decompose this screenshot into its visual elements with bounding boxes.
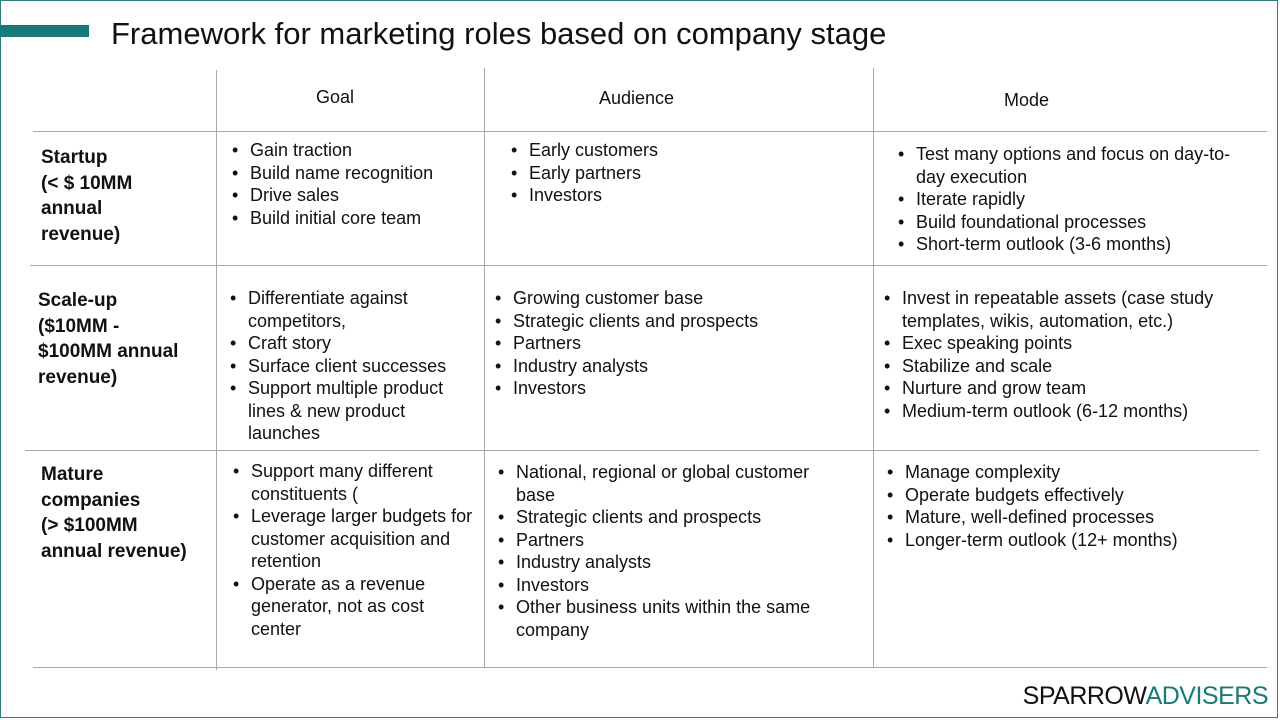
logo-text-sparrow: SPARROW: [1022, 682, 1146, 710]
bullet-item: Build name recognition: [232, 162, 477, 185]
bullet-item: Operate budgets effectively: [887, 484, 1247, 507]
bullet-item: Short-term outlook (3-6 months): [898, 233, 1233, 256]
bullet-item: Strategic clients and prospects: [498, 506, 853, 529]
table-bottom-line: [33, 667, 1267, 668]
bullet-item: Nurture and grow team: [884, 377, 1244, 400]
cell-mature-goal: Support many different constituents ( Le…: [233, 460, 473, 640]
bullet-item: Early partners: [511, 162, 861, 185]
col-divider-2: [484, 68, 485, 668]
col-divider-1: [216, 70, 217, 670]
row-label-line: revenue): [38, 366, 118, 388]
bullet-item: Mature, well-defined processes: [887, 506, 1247, 529]
bullet-item: Early customers: [511, 139, 861, 162]
row-label-line: revenue): [41, 223, 121, 245]
cell-startup-goal: Gain traction Build name recognition Dri…: [232, 139, 477, 229]
bullet-item: Investors: [511, 184, 861, 207]
bullet-item: Industry analysts: [498, 551, 853, 574]
bullet-item: Leverage larger budgets for customer acq…: [233, 505, 473, 573]
column-header-audience: Audience: [599, 88, 675, 108]
bullet-item: National, regional or global customer ba…: [498, 461, 853, 506]
bullet-item: Partners: [495, 332, 865, 355]
slide-title: Framework for marketing roles based on c…: [111, 16, 887, 51]
bullet-item: Test many options and focus on day-to-da…: [898, 143, 1233, 188]
row-divider-1: [30, 265, 1267, 266]
bullet-item: Longer-term outlook (12+ months): [887, 529, 1247, 552]
bullet-item: Manage complexity: [887, 461, 1247, 484]
bullet-item: Exec speaking points: [884, 332, 1244, 355]
bullet-item: Growing customer base: [495, 287, 865, 310]
cell-mature-audience: National, regional or global customer ba…: [498, 461, 853, 641]
bullet-item: Other business units within the same com…: [498, 596, 853, 641]
bullet-item: Iterate rapidly: [898, 188, 1233, 211]
column-header-mode: Mode: [1004, 90, 1050, 110]
logo-text-advisers: ADVISERS: [1145, 682, 1269, 710]
bullet-item: Surface client successes: [230, 355, 478, 378]
bullet-item: Drive sales: [232, 184, 477, 207]
cell-startup-mode: Test many options and focus on day-to-da…: [898, 143, 1233, 256]
bullet-item: Differentiate against competitors,: [230, 287, 478, 332]
row-label-line: companies: [41, 489, 141, 511]
bullet-item: Invest in repeatable assets (case study …: [884, 287, 1244, 332]
cell-mature-mode: Manage complexity Operate budgets effect…: [887, 461, 1247, 551]
row-label-line: Startup: [41, 147, 108, 168]
cell-scale-up-goal: Differentiate against competitors, Craft…: [230, 287, 478, 445]
row-label-line: Mature: [41, 464, 104, 485]
row-label-line: $100MM annual: [38, 341, 179, 362]
bullet-item: Investors: [495, 377, 865, 400]
row-label-line: annual: [41, 198, 103, 219]
bullet-item: Stabilize and scale: [884, 355, 1244, 378]
bullet-item: Build initial core team: [232, 207, 477, 230]
row-label-mature-companies: Mature companies (> $100MM annual revenu…: [41, 462, 187, 564]
bullet-item: Operate as a revenue generator, not as c…: [233, 573, 473, 641]
column-header-goal: Goal: [316, 87, 355, 107]
accent-bar: [0, 25, 89, 37]
bullet-item: Medium-term outlook (6-12 months): [884, 400, 1244, 423]
cell-startup-audience: Early customers Early partners Investors: [511, 139, 861, 207]
row-label-startup: Startup (< $ 10MM annual revenue): [41, 145, 132, 247]
bullet-item: Investors: [498, 574, 853, 597]
bullet-item: Build foundational processes: [898, 211, 1233, 234]
row-label-line: Scale-up: [38, 290, 118, 311]
row-label-line: ($10MM -: [38, 315, 120, 337]
bullet-item: Partners: [498, 529, 853, 552]
row-divider-2: [25, 450, 1259, 451]
bullet-item: Craft story: [230, 332, 478, 355]
bullet-item: Strategic clients and prospects: [495, 310, 865, 333]
cell-scale-up-mode: Invest in repeatable assets (case study …: [884, 287, 1244, 422]
row-label-scale-up: Scale-up ($10MM - $100MM annual revenue): [38, 288, 178, 390]
row-label-line: (> $100MM: [41, 515, 138, 536]
bullet-item: Gain traction: [232, 139, 477, 162]
header-divider: [33, 131, 1267, 132]
sparrow-advisers-logo: SPARROWADVISERS: [1022, 682, 1269, 710]
col-divider-3: [873, 68, 874, 668]
bullet-item: Support multiple product lines & new pro…: [230, 377, 478, 445]
row-label-line: annual revenue): [41, 540, 187, 562]
cell-scale-up-audience: Growing customer base Strategic clients …: [495, 287, 865, 400]
bullet-item: Industry analysts: [495, 355, 865, 378]
row-label-line: (< $ 10MM: [41, 172, 133, 194]
bullet-item: Support many different constituents (: [233, 460, 473, 505]
